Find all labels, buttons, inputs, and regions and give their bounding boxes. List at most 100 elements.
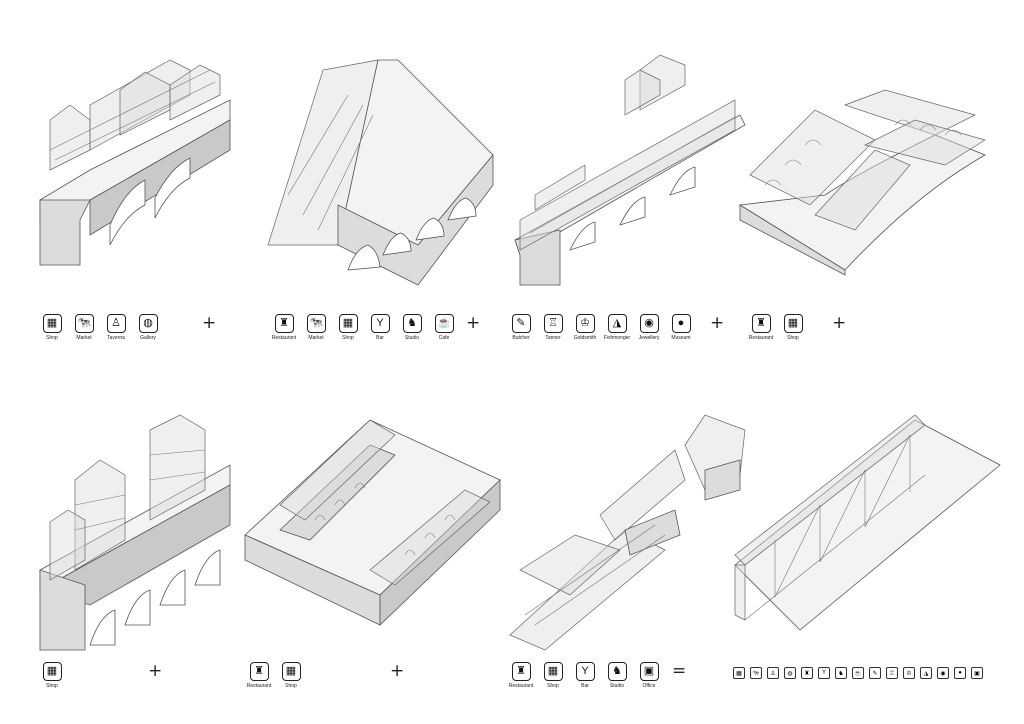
legend-item: ♜ Restaurant [505, 662, 537, 689]
summary-icon: ◮ [920, 667, 932, 679]
plus-operator: + [466, 313, 481, 333]
legend-label: Shop [46, 335, 58, 341]
legend-label: Gallery [140, 335, 156, 341]
equals-operator: = [672, 661, 687, 681]
legend-label: Restaurant [246, 683, 272, 689]
office-icon: ▣ [639, 662, 659, 681]
market-icon: 🐄 [306, 314, 326, 333]
bridge-drawing-1 [30, 59, 240, 270]
legend-label: Market [76, 335, 92, 341]
restaurant-icon: ♜ [511, 662, 531, 681]
plus-operator: + [390, 661, 405, 681]
legend-label: Tanner [545, 335, 561, 341]
legend-item: Y Bar [569, 662, 601, 689]
summary-icon: ♔ [903, 667, 915, 679]
shop-icon: ▦ [783, 314, 803, 333]
bridge-drawing-2 [267, 55, 498, 286]
icon-group-2-3: ♜ Restaurant ▦ Shop Y Bar ♞ Studio ▣ Office [505, 662, 665, 689]
legend-label: Shop [547, 683, 559, 689]
shop-icon: ▦ [42, 662, 62, 681]
legend-label: Restaurant [748, 335, 774, 341]
summary-icon: ◍ [784, 667, 796, 679]
legend-label: Studio [609, 683, 625, 689]
summary-icon: ♖ [886, 667, 898, 679]
cafe-icon: ☕ [434, 314, 454, 333]
bridge-drawing-final [730, 414, 1005, 645]
bridge-drawing-4 [735, 65, 995, 276]
legend-label: Shop [787, 335, 799, 341]
icon-group-1-3: ✎ Butcher ♖ Tanner ♔Goldsmith ◮ Fishmonger ◉ Jew… [505, 314, 697, 341]
legend-item: ♖ Tanner [537, 314, 569, 341]
legend-item: ♙ Taverna [100, 314, 132, 341]
legend-label: Office [642, 683, 656, 689]
shop-icon: ▦ [338, 314, 358, 333]
plus-operator: + [202, 313, 217, 333]
legend-item: ☕ Cafe [428, 314, 460, 341]
legend-label: Cafe [438, 335, 450, 341]
plus-operator: + [710, 313, 725, 333]
legend-item: 🐄Market [68, 314, 100, 341]
fishmonger-icon: ◮ [607, 314, 627, 333]
legend-item: ♜ Restaurant [243, 662, 275, 689]
legend-item: ▦ Shop [36, 662, 68, 689]
legend-item: ▦ Shop [777, 314, 809, 341]
restaurant-icon: ♜ [751, 314, 771, 333]
legend-label: Jewellery [638, 335, 660, 341]
bridge-drawing-6 [240, 419, 505, 640]
legend-item: ▦ Shop [36, 314, 68, 341]
legend-label: Bar [376, 335, 384, 341]
legend-item: ♔Goldsmith [569, 314, 601, 341]
legend-label: Taverna [107, 335, 125, 341]
legend-label: Shop [285, 683, 297, 689]
gallery-icon: ◍ [138, 314, 158, 333]
bridge-drawing-7 [505, 410, 750, 651]
summary-icon: Y [818, 667, 830, 679]
icon-group-1-1: ▦ Shop 🐄Market ♙ Taverna ◍ Gallery [36, 314, 164, 341]
legend-label: Shop [46, 683, 58, 689]
shop-icon: ▦ [42, 314, 62, 333]
summary-icon: ☕ [852, 667, 864, 679]
bar-icon: Y [370, 314, 390, 333]
bar-icon: Y [575, 662, 595, 681]
legend-item: ♜ Restaurant [745, 314, 777, 341]
legend-item: ◮ Fishmonger [601, 314, 633, 341]
summary-icon: ✎ [869, 667, 881, 679]
bridge-drawing-3 [510, 54, 750, 286]
legend-label: Bar [581, 683, 589, 689]
legend-item: ▦Shop [275, 662, 307, 689]
legend-label: Studio [404, 335, 420, 341]
legend-item: ◍ Gallery [132, 314, 164, 341]
restaurant-icon: ♜ [274, 314, 294, 333]
legend-label: Goldsmith [573, 335, 597, 341]
summary-icon: ♞ [835, 667, 847, 679]
legend-label: Restaurant [508, 683, 534, 689]
legend-label: Fishmonger [603, 335, 631, 341]
studio-icon: ♞ [607, 662, 627, 681]
shop-icon: ▦ [543, 662, 563, 681]
summary-icon: ◉ [937, 667, 949, 679]
legend-label: Butcher [512, 335, 530, 341]
taverna-icon: ♙ [106, 314, 126, 333]
legend-item: ✎ Butcher [505, 314, 537, 341]
legend-item: Y Bar [364, 314, 396, 341]
butcher-icon: ✎ [511, 314, 531, 333]
summary-icon: ♜ [801, 667, 813, 679]
icon-group-1-4: ♜ Restaurant ▦ Shop [745, 314, 809, 341]
legend-item: ♜Restaurant [268, 314, 300, 341]
tanner-icon: ♖ [543, 314, 563, 333]
plus-operator: + [148, 661, 163, 681]
icon-group-1-2: ♜Restaurant🐄Market▦Shop Y Bar ♞ Studio ☕ Cafe [268, 314, 460, 341]
bridge-drawing-5 [30, 410, 240, 651]
icon-group-2-1: ▦ Shop [36, 662, 68, 689]
studio-icon: ♞ [402, 314, 422, 333]
restaurant-icon: ♜ [249, 662, 269, 681]
museum-icon: ● [671, 314, 691, 333]
legend-item: ▣ Office [633, 662, 665, 689]
legend-item: 🐄Market [300, 314, 332, 341]
legend-item: ♞ Studio [601, 662, 633, 689]
summary-icon: ▦ [733, 667, 745, 679]
legend-item: ▦ Shop [537, 662, 569, 689]
legend-item: ▦Shop [332, 314, 364, 341]
jewellery-icon: ◉ [639, 314, 659, 333]
